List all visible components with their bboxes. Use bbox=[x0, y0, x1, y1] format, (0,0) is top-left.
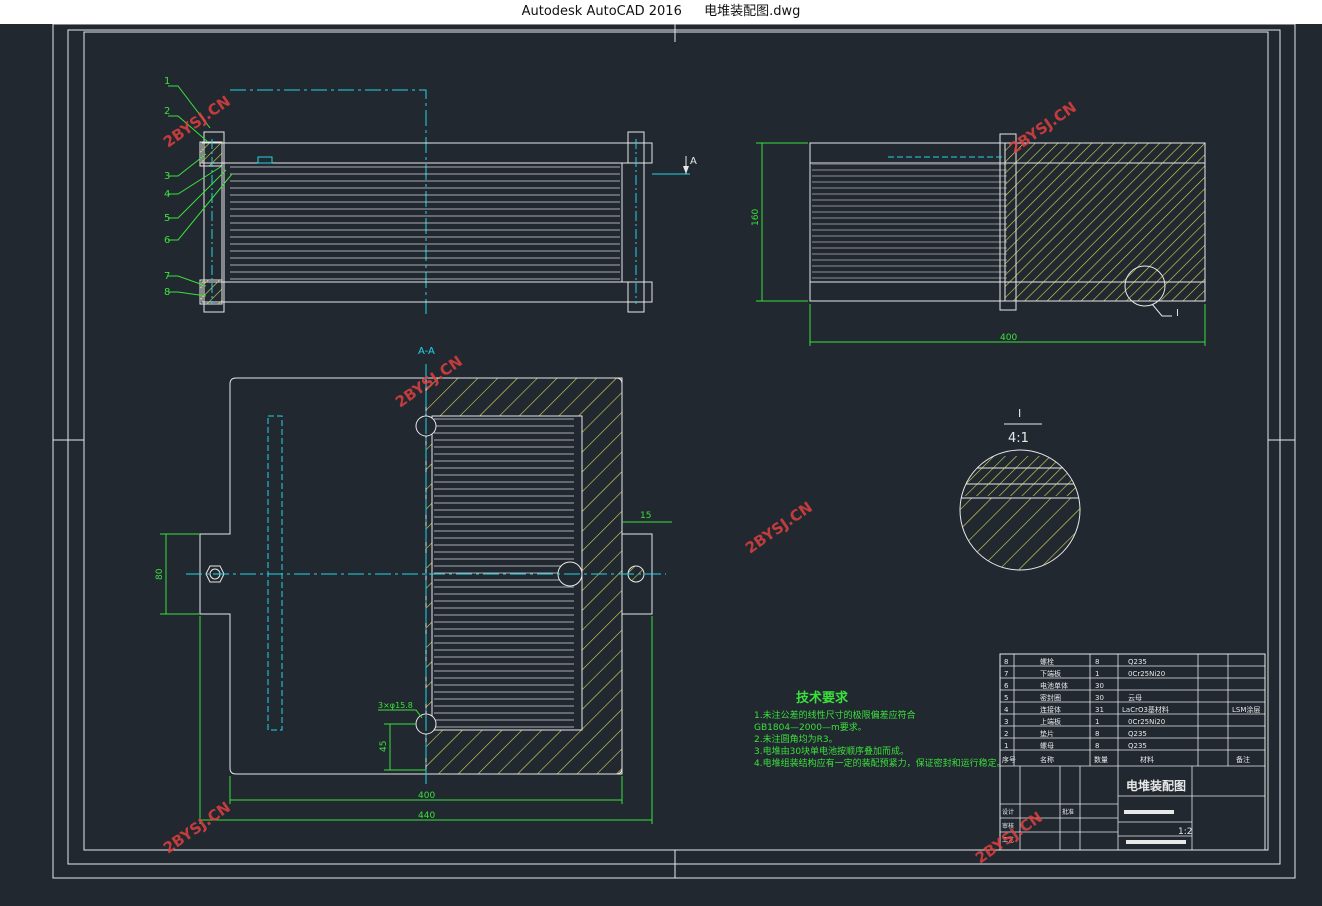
svg-text:8: 8 bbox=[1095, 730, 1099, 738]
svg-text:下端板: 下端板 bbox=[1040, 669, 1061, 678]
svg-text:审核: 审核 bbox=[1002, 822, 1014, 830]
tech-note-4: 3.电堆由30块单电池按顺序叠加而成。 bbox=[754, 745, 909, 757]
drawing-canvas[interactable]: A 1 2 3 4 5 6 7 8 I bbox=[0, 23, 1322, 902]
file-title: 电堆装配图.dwg bbox=[704, 4, 801, 19]
svg-text:云母: 云母 bbox=[1128, 694, 1142, 702]
svg-text:3: 3 bbox=[1004, 718, 1008, 726]
hole-note: 3×φ15.8 bbox=[378, 701, 413, 710]
callout-1: 1 bbox=[164, 76, 170, 87]
svg-text:1: 1 bbox=[1004, 742, 1008, 750]
svg-text:备注: 备注 bbox=[1236, 755, 1250, 764]
svg-text:电池单体: 电池单体 bbox=[1040, 681, 1068, 690]
part-callouts: 1 2 3 4 5 6 7 8 bbox=[164, 76, 233, 298]
svg-text:2BYSJ.CN: 2BYSJ.CN bbox=[972, 808, 1046, 867]
svg-text:1: 1 bbox=[1095, 670, 1099, 678]
svg-text:工艺: 工艺 bbox=[1002, 836, 1014, 844]
svg-text:30: 30 bbox=[1095, 694, 1104, 702]
detail-callout: I bbox=[1176, 308, 1179, 319]
section-view-aa[interactable]: A-A 80 15 45 3×φ15.8 bbox=[155, 346, 672, 824]
dim-15: 15 bbox=[640, 511, 651, 521]
svg-text:数量: 数量 bbox=[1094, 755, 1108, 764]
svg-text:0Cr25Ni20: 0Cr25Ni20 bbox=[1128, 670, 1165, 678]
dim-400-right: 400 bbox=[1000, 333, 1017, 343]
detail-title: I bbox=[1018, 407, 1021, 420]
svg-text:0Cr25Ni20: 0Cr25Ni20 bbox=[1128, 718, 1165, 726]
svg-text:6: 6 bbox=[1004, 682, 1009, 690]
app-title: Autodesk AutoCAD 2016 bbox=[521, 4, 682, 19]
dim-440: 440 bbox=[418, 811, 435, 821]
svg-text:7: 7 bbox=[1004, 670, 1008, 678]
svg-text:Q235: Q235 bbox=[1128, 658, 1147, 666]
section-mark: A bbox=[690, 156, 697, 167]
tech-note-5: 4.电堆组装结构应有一定的装配预紧力，保证密封和运行稳定。 bbox=[754, 757, 1006, 769]
svg-text:8: 8 bbox=[1004, 658, 1008, 666]
callout-3: 3 bbox=[164, 171, 170, 182]
callout-7: 7 bbox=[164, 271, 170, 282]
tech-note-2: GB1804—2000—m要求。 bbox=[754, 721, 867, 733]
svg-text:1: 1 bbox=[1095, 718, 1099, 726]
tech-note-1: 1.未注公差的线性尺寸的极限偏差应符合 bbox=[754, 709, 916, 721]
svg-text:LSM涂层: LSM涂层 bbox=[1232, 705, 1260, 714]
svg-text:垫片: 垫片 bbox=[1040, 729, 1054, 738]
svg-text:30: 30 bbox=[1095, 682, 1104, 690]
svg-text:上端板: 上端板 bbox=[1040, 717, 1061, 726]
svg-text:批准: 批准 bbox=[1062, 808, 1074, 816]
svg-text:5: 5 bbox=[1004, 694, 1008, 702]
svg-text:螺母: 螺母 bbox=[1040, 741, 1054, 750]
callout-8: 8 bbox=[164, 287, 170, 298]
svg-text:材料: 材料 bbox=[1140, 755, 1154, 764]
tech-title: 技术要求 bbox=[796, 690, 849, 706]
dim-45: 45 bbox=[379, 741, 389, 752]
svg-text:8: 8 bbox=[1095, 658, 1099, 666]
detail-view[interactable]: I 4:1 bbox=[959, 407, 1081, 571]
callout-2: 2 bbox=[164, 106, 170, 117]
svg-text:Q235: Q235 bbox=[1128, 730, 1147, 738]
svg-text:4: 4 bbox=[1004, 706, 1009, 714]
svg-text:LaCrO3基材料: LaCrO3基材料 bbox=[1122, 705, 1169, 714]
svg-text:密封圈: 密封圈 bbox=[1040, 693, 1061, 702]
svg-text:2BYSJ.CN: 2BYSJ.CN bbox=[160, 798, 234, 857]
svg-text:Q235: Q235 bbox=[1128, 742, 1147, 750]
callout-6: 6 bbox=[164, 235, 170, 246]
svg-text:31: 31 bbox=[1095, 706, 1104, 714]
detail-scale: 4:1 bbox=[1008, 431, 1029, 446]
svg-text:2BYSJ.CN: 2BYSJ.CN bbox=[742, 498, 816, 557]
callout-5: 5 bbox=[164, 213, 170, 224]
title-block-title: 电堆装配图 bbox=[1126, 778, 1186, 793]
tech-requirements: 技术要求 1.未注公差的线性尺寸的极限偏差应符合 GB1804—2000—m要求… bbox=[754, 690, 1006, 769]
front-view[interactable]: A bbox=[199, 89, 697, 314]
svg-text:连接体: 连接体 bbox=[1040, 705, 1061, 714]
svg-text:设计: 设计 bbox=[1002, 808, 1014, 816]
svg-text:名称: 名称 bbox=[1040, 755, 1054, 764]
title-block-scale: 1:2 bbox=[1178, 827, 1192, 837]
svg-text:序号: 序号 bbox=[1002, 755, 1016, 764]
dim-400-main: 400 bbox=[418, 791, 435, 801]
callout-4: 4 bbox=[164, 189, 170, 200]
side-view[interactable]: I 160 400 bbox=[751, 133, 1206, 346]
drawing-frame bbox=[52, 23, 1296, 879]
svg-text:螺栓: 螺栓 bbox=[1040, 657, 1054, 666]
svg-text:8: 8 bbox=[1095, 742, 1099, 750]
dim-80: 80 bbox=[155, 568, 165, 580]
svg-text:2: 2 bbox=[1004, 730, 1008, 738]
window-title-bar: Autodesk AutoCAD 2016 电堆装配图.dwg bbox=[0, 0, 1322, 24]
dim-160: 160 bbox=[751, 209, 761, 226]
tech-note-3: 2.未注圆角均为R3。 bbox=[754, 733, 838, 745]
svg-text:2BYSJ.CN: 2BYSJ.CN bbox=[160, 92, 234, 151]
section-label: A-A bbox=[418, 346, 435, 357]
